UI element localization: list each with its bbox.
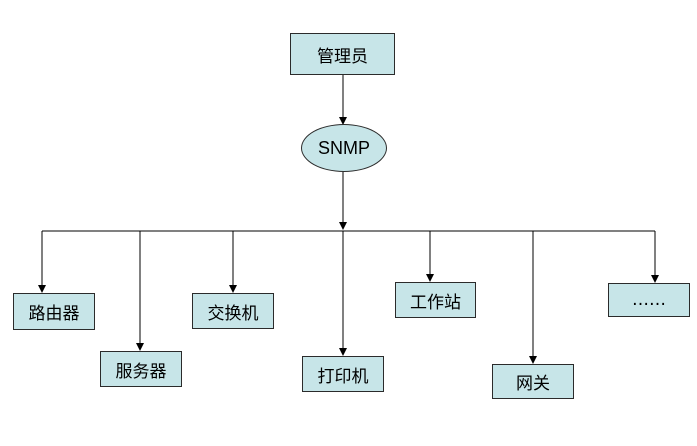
device-workstation: 工作站 bbox=[395, 282, 476, 318]
device-more: …… bbox=[608, 283, 690, 317]
device-gateway: 网关 bbox=[492, 364, 574, 399]
device-printer: 打印机 bbox=[302, 356, 384, 392]
snmp-node: SNMP bbox=[301, 124, 387, 172]
device-router: 路由器 bbox=[13, 293, 95, 330]
admin-node: 管理员 bbox=[290, 33, 395, 75]
device-switch: 交换机 bbox=[192, 293, 274, 329]
device-server: 服务器 bbox=[100, 351, 182, 387]
